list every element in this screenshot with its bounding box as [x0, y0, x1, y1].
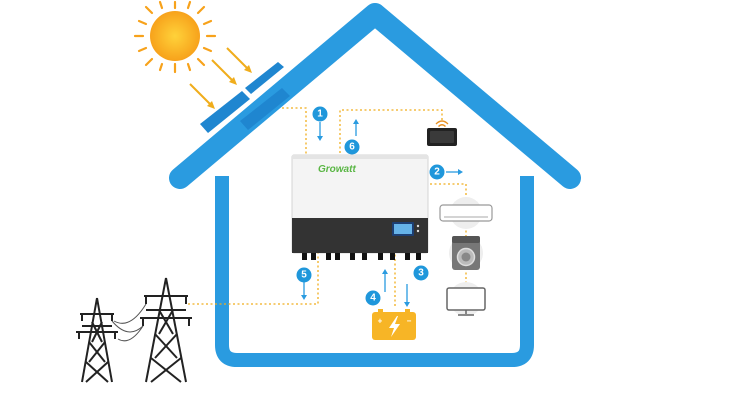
- power-pylon-icon: [76, 277, 192, 383]
- step-arrows: [301, 119, 463, 307]
- tv-icon: [446, 282, 486, 316]
- step-badge-1: 1: [312, 106, 328, 122]
- solar-panel-icon: [200, 62, 290, 133]
- battery-icon: + −: [372, 309, 416, 340]
- air-conditioner-icon: [439, 197, 493, 229]
- svg-text:+: +: [378, 317, 383, 326]
- power-lines: [111, 303, 147, 342]
- step-number: 4: [370, 293, 376, 304]
- svg-text:−: −: [407, 317, 412, 326]
- pylon-left: [76, 297, 118, 383]
- step-badge-3: 3: [413, 265, 429, 281]
- washing-machine-icon: [449, 236, 483, 270]
- inverter-icon: Growatt: [291, 154, 429, 260]
- step-number: 2: [434, 167, 440, 178]
- step-badge-2: 2: [429, 164, 445, 180]
- sunlight-arrows: [189, 47, 252, 109]
- step-number: 6: [349, 142, 355, 153]
- step-badge-4: 4: [365, 290, 381, 306]
- step-badge-5: 5: [296, 267, 312, 283]
- step-number: 5: [301, 270, 307, 281]
- growatt-logo: Growatt: [318, 164, 356, 175]
- pylon-right: [140, 277, 192, 383]
- wifi-monitor-icon: [427, 120, 457, 146]
- sun-icon: [133, 0, 217, 74]
- step-number: 1: [317, 109, 323, 120]
- step-badge-6: 6: [344, 139, 360, 155]
- step-number: 3: [418, 268, 424, 279]
- inverter-brand: Growatt: [318, 164, 356, 175]
